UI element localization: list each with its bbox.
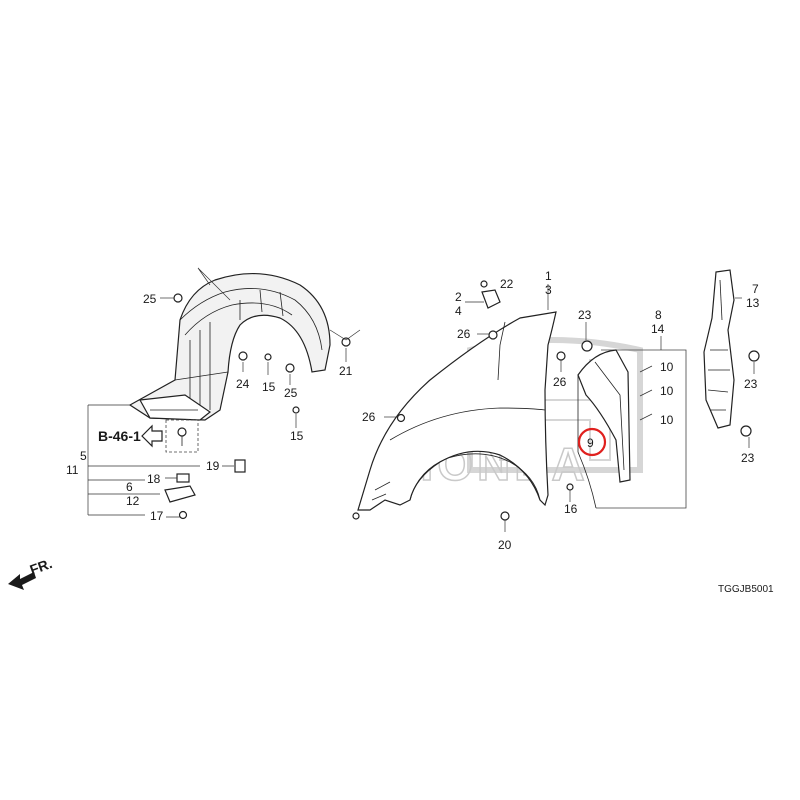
plug-icon bbox=[748, 350, 760, 362]
callout-10: 10 bbox=[660, 360, 674, 374]
callout-16: 16 bbox=[564, 502, 578, 516]
front-arrow-icon bbox=[8, 572, 36, 590]
clip-icon bbox=[177, 427, 187, 437]
fender-seal-group bbox=[577, 336, 687, 509]
callout-13: 13 bbox=[746, 296, 760, 310]
callout-26: 26 bbox=[362, 410, 376, 424]
clip-icon bbox=[488, 330, 498, 340]
plug-icon bbox=[740, 425, 752, 437]
callout-20: 20 bbox=[498, 538, 512, 552]
front-label: FR. bbox=[28, 555, 55, 578]
diagram-code: TGGJB5001 bbox=[718, 584, 774, 595]
nut-icon bbox=[581, 340, 593, 352]
callout-1: 1 bbox=[545, 269, 552, 283]
callout-4: 4 bbox=[455, 304, 462, 318]
callout-26: 26 bbox=[457, 327, 471, 341]
clip-icon bbox=[556, 351, 566, 361]
bracket-icon bbox=[481, 289, 501, 309]
callout-23: 23 bbox=[741, 451, 755, 465]
callout-2: 2 bbox=[455, 290, 462, 304]
callout-10: 10 bbox=[660, 413, 674, 427]
callout-9: 9 bbox=[587, 436, 594, 450]
screw-icon bbox=[178, 510, 188, 520]
clip-icon bbox=[500, 511, 510, 521]
inner-fender-assembly bbox=[128, 273, 351, 520]
clip-icon bbox=[285, 363, 295, 373]
clip-icon bbox=[238, 351, 248, 361]
front-indicator: FR. bbox=[8, 555, 54, 590]
callout-3: 3 bbox=[545, 283, 552, 297]
callout-15: 15 bbox=[262, 380, 276, 394]
callout-11: 11 bbox=[66, 463, 79, 477]
callout-26: 26 bbox=[553, 375, 567, 389]
callout-23: 23 bbox=[744, 377, 758, 391]
clip-icon bbox=[234, 459, 246, 473]
screw-icon bbox=[480, 280, 488, 288]
callout-23: 23 bbox=[578, 308, 592, 322]
leaders-left bbox=[87, 267, 361, 518]
reference-b-46-1: B-46-1 bbox=[98, 419, 199, 453]
fender-panel bbox=[352, 280, 574, 521]
screw-icon bbox=[566, 483, 574, 491]
callout-10: 10 bbox=[660, 384, 674, 398]
callout-5: 5 bbox=[80, 449, 87, 463]
leaders-center bbox=[384, 284, 587, 532]
callout-14: 14 bbox=[651, 322, 665, 336]
screw-icon bbox=[292, 406, 300, 414]
callout-17: 17 bbox=[150, 509, 164, 523]
callout-24: 24 bbox=[236, 377, 250, 391]
clip-icon bbox=[352, 512, 360, 520]
callout-8: 8 bbox=[655, 308, 662, 322]
clip-icon bbox=[396, 413, 406, 423]
bracket-icon bbox=[164, 485, 196, 503]
side-bracket bbox=[703, 269, 760, 448]
callout-labels: 25 24 15 25 15 21 5 11 19 18 6 12 17 1 3… bbox=[66, 269, 760, 552]
bracket-icon bbox=[176, 473, 190, 483]
highlight-ring bbox=[577, 427, 607, 457]
callout-25: 25 bbox=[143, 292, 157, 306]
callout-15: 15 bbox=[290, 429, 304, 443]
callout-12: 12 bbox=[126, 494, 140, 508]
callout-25: 25 bbox=[284, 386, 298, 400]
arrow-left-icon bbox=[141, 424, 163, 448]
reference-label: B-46-1 bbox=[98, 428, 141, 444]
callout-22: 22 bbox=[500, 277, 514, 291]
screw-icon bbox=[264, 353, 272, 361]
clip-icon bbox=[341, 337, 351, 347]
callout-21: 21 bbox=[339, 364, 353, 378]
callout-18: 18 bbox=[147, 472, 161, 486]
callout-6: 6 bbox=[126, 480, 133, 494]
callout-7: 7 bbox=[752, 282, 759, 296]
clip-icon bbox=[173, 293, 183, 303]
callout-19: 19 bbox=[206, 459, 220, 473]
